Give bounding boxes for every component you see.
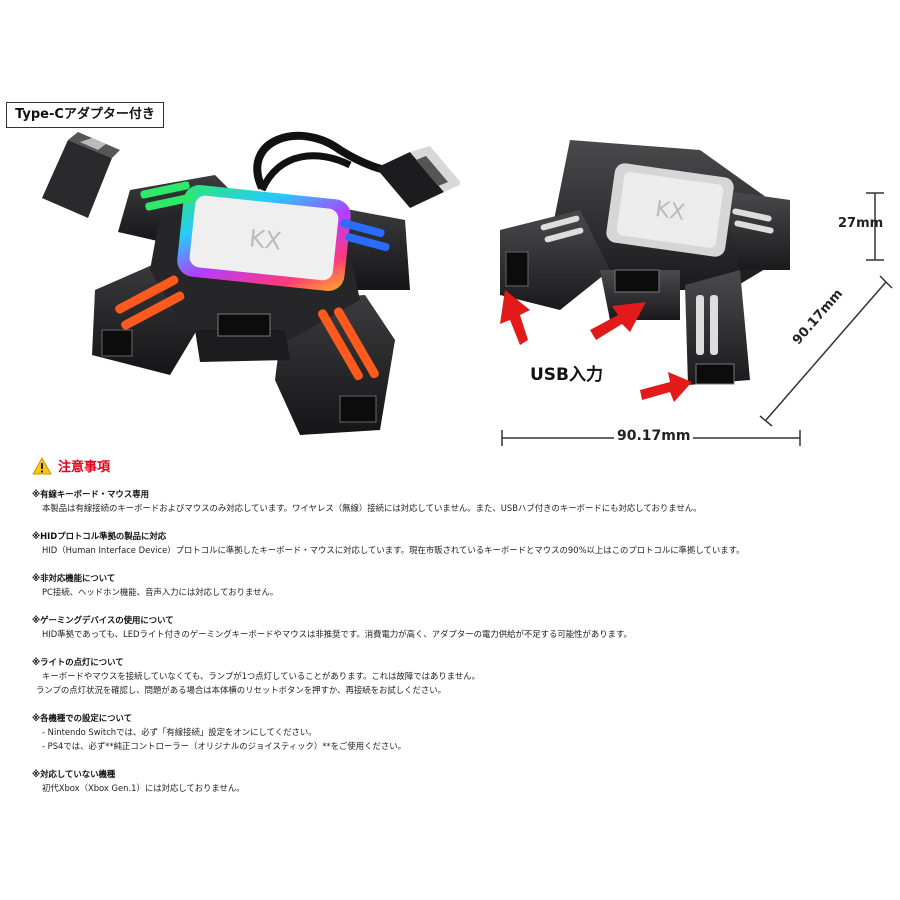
note-section: ※HIDプロトコル準拠の製品に対応 HID（Human Interface Dev…	[32, 529, 872, 557]
note-heading: ※有線キーボード・マウス専用	[32, 489, 150, 499]
usb-ports	[101, 313, 377, 423]
dimension-diagram: KX	[500, 140, 893, 446]
adapter-side-view: KX	[500, 140, 790, 385]
note-section: ※有線キーボード・マウス専用本製品は有線接続のキーボードおよびマウスのみ対応して…	[32, 487, 872, 515]
kx-logo-right: KX	[654, 197, 687, 226]
note-section: ※非対応機能について PC接続、ヘッドホン機能、音声入力には対応しておりません。	[32, 571, 872, 599]
note-heading: ※非対応機能について	[32, 573, 116, 583]
note-line: PC接続、ヘッドホン機能、音声入力には対応しておりません。	[42, 587, 279, 597]
usb-input-arrows	[500, 290, 692, 402]
note-section: ※ライトの点灯についてキーボードやマウスを接続していなくても、ランプが1つ点灯し…	[32, 655, 872, 697]
kx-logo: KX	[248, 224, 283, 255]
note-section: ※ゲーミングデバイスの使用について HID準拠であっても、LEDライト付きのゲーミ…	[32, 613, 872, 641]
notes-section: 注意事項 ※有線キーボード・マウス専用本製品は有線接続のキーボードおよびマウスの…	[32, 456, 872, 809]
note-section: ※各機種での設定について - Nintendo Switchでは、必ず「有線接続」…	[32, 711, 872, 753]
note-heading: ※対応していない機種	[32, 769, 116, 779]
note-line: - PS4では、必ず**純正コントローラー（オリジナルのジョイスティック）**を…	[42, 741, 406, 751]
usb-input-label: USB入力	[530, 365, 604, 385]
note-line: HID（Human Interface Device）プロトコルに準拠したキーボ…	[42, 545, 745, 555]
note-heading: ※HIDプロトコル準拠の製品に対応	[32, 531, 167, 541]
type-c-adapter	[42, 132, 120, 218]
note-line: キーボードやマウスを接続していなくても、ランプが1つ点灯していることがあります。…	[42, 671, 481, 681]
width-dimension: 90.17mm	[614, 428, 694, 444]
note-line: 本製品は有線接続のキーボードおよびマウスのみ対応しています。ワイヤレス（無線）接…	[42, 503, 702, 513]
notes-header: 注意事項	[32, 456, 872, 475]
note-heading: ※各機種での設定について	[32, 713, 133, 723]
led-stripes	[115, 181, 390, 381]
type-c-adapter-badge: Type-Cアダプター付き	[6, 102, 164, 128]
note-line: ランプの点灯状況を確認し、問題がある場合は本体横のリセットボタンを押すか、再接続…	[36, 685, 446, 695]
note-heading: ※ゲーミングデバイスの使用について	[32, 615, 174, 625]
adapter-product-image: KX	[42, 131, 460, 435]
note-section: ※対応していない機種初代Xbox（Xbox Gen.1）には対応しておりません。	[32, 767, 872, 795]
usb-a-plug	[376, 146, 460, 208]
notes-title: 注意事項	[58, 460, 111, 475]
note-line: HID準拠であっても、LEDライト付きのゲーミングキーボードやマウスは非推奨です…	[42, 629, 632, 639]
warning-icon	[32, 456, 52, 474]
note-line: 初代Xbox（Xbox Gen.1）には対応しておりません。	[42, 783, 245, 793]
note-line: - Nintendo Switchでは、必ず「有線接続」設定をオンにしてください…	[42, 727, 317, 737]
note-heading: ※ライトの点灯について	[32, 657, 124, 667]
height-dimension: 27mm	[838, 216, 884, 231]
